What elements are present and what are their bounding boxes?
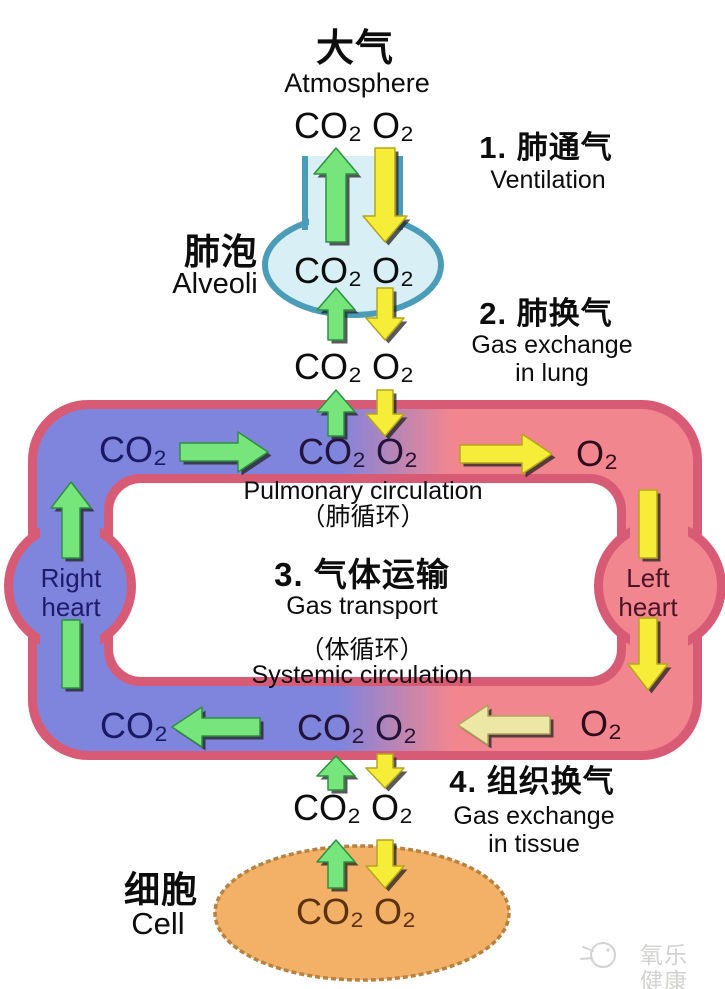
cell-label-zh: 细胞 (123, 869, 199, 910)
co2-label-systemic: CO₂ (100, 705, 168, 746)
pulmonary-circulation-label-zh: （肺循环） (300, 503, 426, 531)
gas-pair-atmosphere: CO₂ O₂ (294, 105, 414, 146)
gas-flow-arrows-layer (50, 147, 672, 892)
pulmonary-circulation-label-en: Pulmonary circulation (243, 477, 483, 505)
step1-label-zh: 1. 肺通气 (479, 130, 613, 165)
step4-label-zh: 4. 组织换气 (449, 764, 615, 799)
step4-label-en: Gas exchange in tissue (453, 802, 615, 859)
o2-label-pulmonary: O₂ (576, 433, 618, 474)
step3-label-en: Gas transport (286, 592, 438, 620)
atmosphere-label-zh: 大气 (315, 28, 395, 70)
gas-pair-capillary: CO₂ O₂ (294, 346, 414, 387)
step2-label-en: Gas exchange in lung (471, 331, 633, 388)
gas-pair-tissue: CO₂ O₂ (293, 787, 413, 828)
gas-pair-cell: CO₂ O₂ (296, 891, 416, 932)
step3-label-zh: 3. 气体运输 (274, 556, 450, 593)
cell-shape (213, 844, 511, 982)
o2-label-systemic: O₂ (580, 703, 622, 744)
systemic-circulation-label-zh: （体循环） (299, 636, 425, 664)
left-heart-bulge (594, 526, 725, 646)
alveoli-label-zh: 肺泡 (183, 231, 259, 272)
alveoli-label-en: Alveoli (172, 268, 258, 300)
atmosphere-label-en: Atmosphere (284, 68, 430, 98)
step1-label-en: Ventilation (490, 166, 606, 194)
watermark-text: 氧乐健康 (640, 942, 688, 989)
co2-label-pulmonary: CO₂ (99, 429, 167, 470)
circulation-loop-shape (28, 400, 702, 760)
gas-pair-pulmonary: CO₂ O₂ (298, 431, 418, 472)
watermark-logo-icon (580, 942, 616, 968)
right-heart-bulge (4, 527, 136, 645)
right-heart-label: Right heart (40, 563, 102, 623)
cell-label-en: Cell (131, 906, 185, 941)
step2-label-zh: 2. 肺换气 (479, 296, 613, 331)
left-heart-label: Left heart (618, 563, 678, 623)
gas-pair-alveolus: CO₂ O₂ (294, 250, 414, 291)
gas-pair-systemic: CO₂ O₂ (297, 707, 417, 748)
systemic-circulation-label-en: Systemic circulation (251, 661, 473, 689)
